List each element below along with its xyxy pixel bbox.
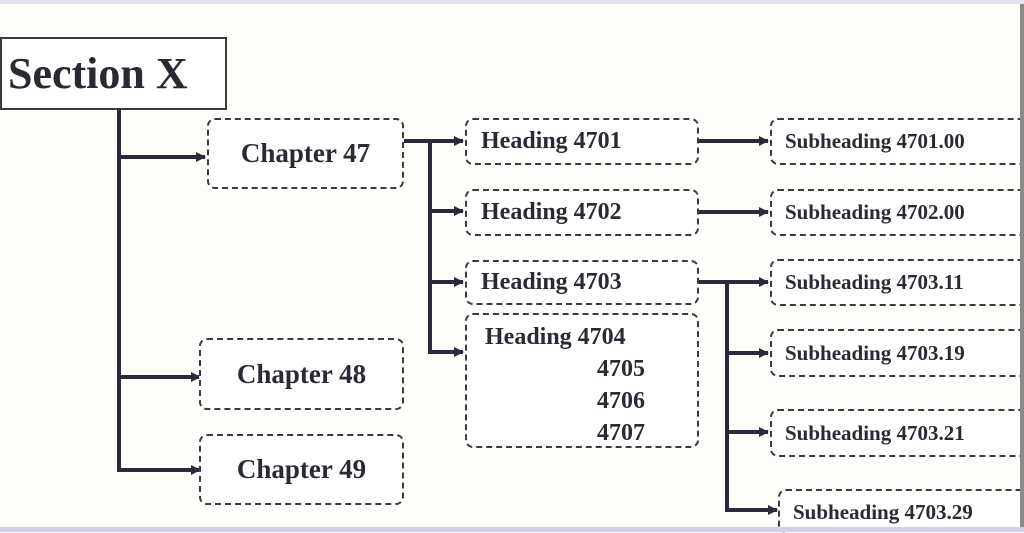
subheading-4703-19-label: Subheading 4703.19 (785, 340, 965, 365)
subheading-4703-11-label: Subheading 4703.11 (785, 270, 964, 294)
subheading-4703-21-node: Subheading 4703.21 (770, 409, 1024, 457)
heading-4703-node: Heading 4703 (465, 260, 699, 305)
subheading-4703-21-label: Subheading 4703.21 (785, 420, 965, 445)
subheading-4701-00-label: Subheading 4701.00 (785, 129, 965, 153)
subheading-4703-11-node: Subheading 4703.11 (770, 259, 1024, 306)
chapter-49-node: Chapter 49 (199, 434, 404, 505)
heading-4701-node: Heading 4701 (465, 118, 699, 165)
right-border (1020, 4, 1024, 527)
subheading-4702-00-label: Subheading 4702.00 (785, 200, 965, 224)
subheading-4703-29-node: Subheading 4703.29 (778, 489, 1024, 533)
bottom-border (0, 527, 1024, 532)
chapter-49-label: Chapter 49 (236, 454, 367, 484)
heading-4706-label: 4706 (597, 388, 645, 414)
subheading-4701-00-node: Subheading 4701.00 (770, 118, 1024, 165)
section-x-label: Section X (8, 49, 188, 98)
chapter-47-label: Chapter 47 (240, 138, 371, 168)
heading-4703-label: Heading 4703 (481, 269, 622, 295)
subheading-4703-19-node: Subheading 4703.19 (770, 329, 1024, 377)
heading-4707-label: 4707 (597, 420, 645, 446)
section-x-node: Section X (0, 37, 227, 110)
subheading-4703-29-label: Subheading 4703.29 (793, 499, 973, 524)
heading-4702-node: Heading 4702 (465, 189, 699, 236)
top-border (0, 0, 1024, 4)
chapter-47-node: Chapter 47 (207, 118, 404, 189)
chapter-48-label: Chapter 48 (236, 358, 367, 389)
heading-4701-label: Heading 4701 (481, 128, 622, 154)
heading-4704-4707-node: Heading 4704 4705 4706 4707 (465, 313, 699, 448)
chapter-48-node: Chapter 48 (199, 338, 404, 410)
subheading-4702-00-node: Subheading 4702.00 (770, 189, 1024, 236)
heading-4705-label: 4705 (597, 356, 645, 382)
heading-4704-label: Heading 4704 (485, 324, 626, 350)
heading-4702-label: Heading 4702 (481, 199, 622, 225)
